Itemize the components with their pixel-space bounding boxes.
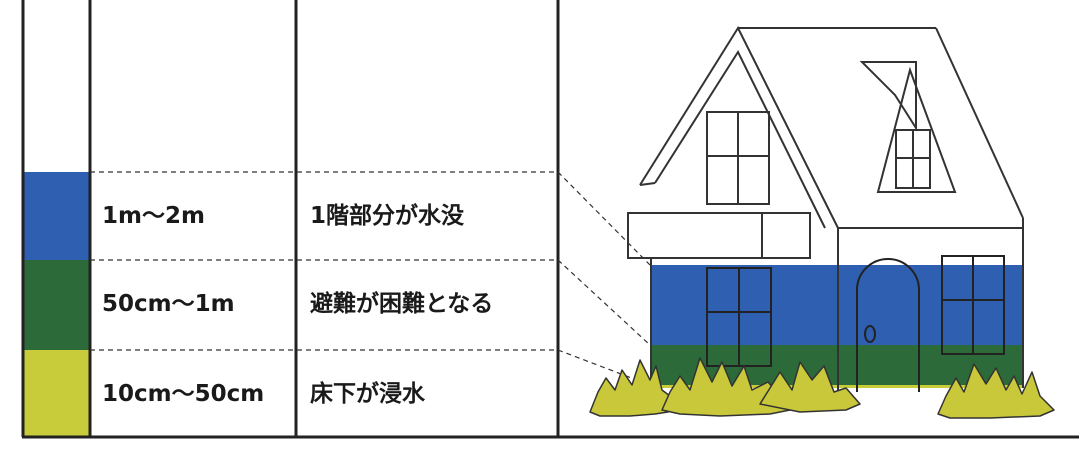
legend-bar-mid <box>24 260 90 350</box>
row-separators <box>90 171 651 386</box>
effect-label-mid: 避難が困難となる <box>310 291 494 317</box>
depth-label-mid: 50cm～1m <box>102 291 235 317</box>
effect-label-high: 1階部分が水没 <box>310 203 465 229</box>
legend-bar-low <box>24 350 90 437</box>
table-grid <box>21 0 1079 439</box>
legend-bar-high <box>24 172 90 260</box>
depth-label-high: 1m～2m <box>102 203 205 229</box>
ground-floor-features <box>706 255 1005 392</box>
depth-label-low: 10cm～50cm <box>102 381 265 407</box>
effect-label-low: 床下が浸水 <box>310 381 425 407</box>
house-outline <box>627 25 1024 395</box>
grass-clumps <box>589 357 1055 419</box>
